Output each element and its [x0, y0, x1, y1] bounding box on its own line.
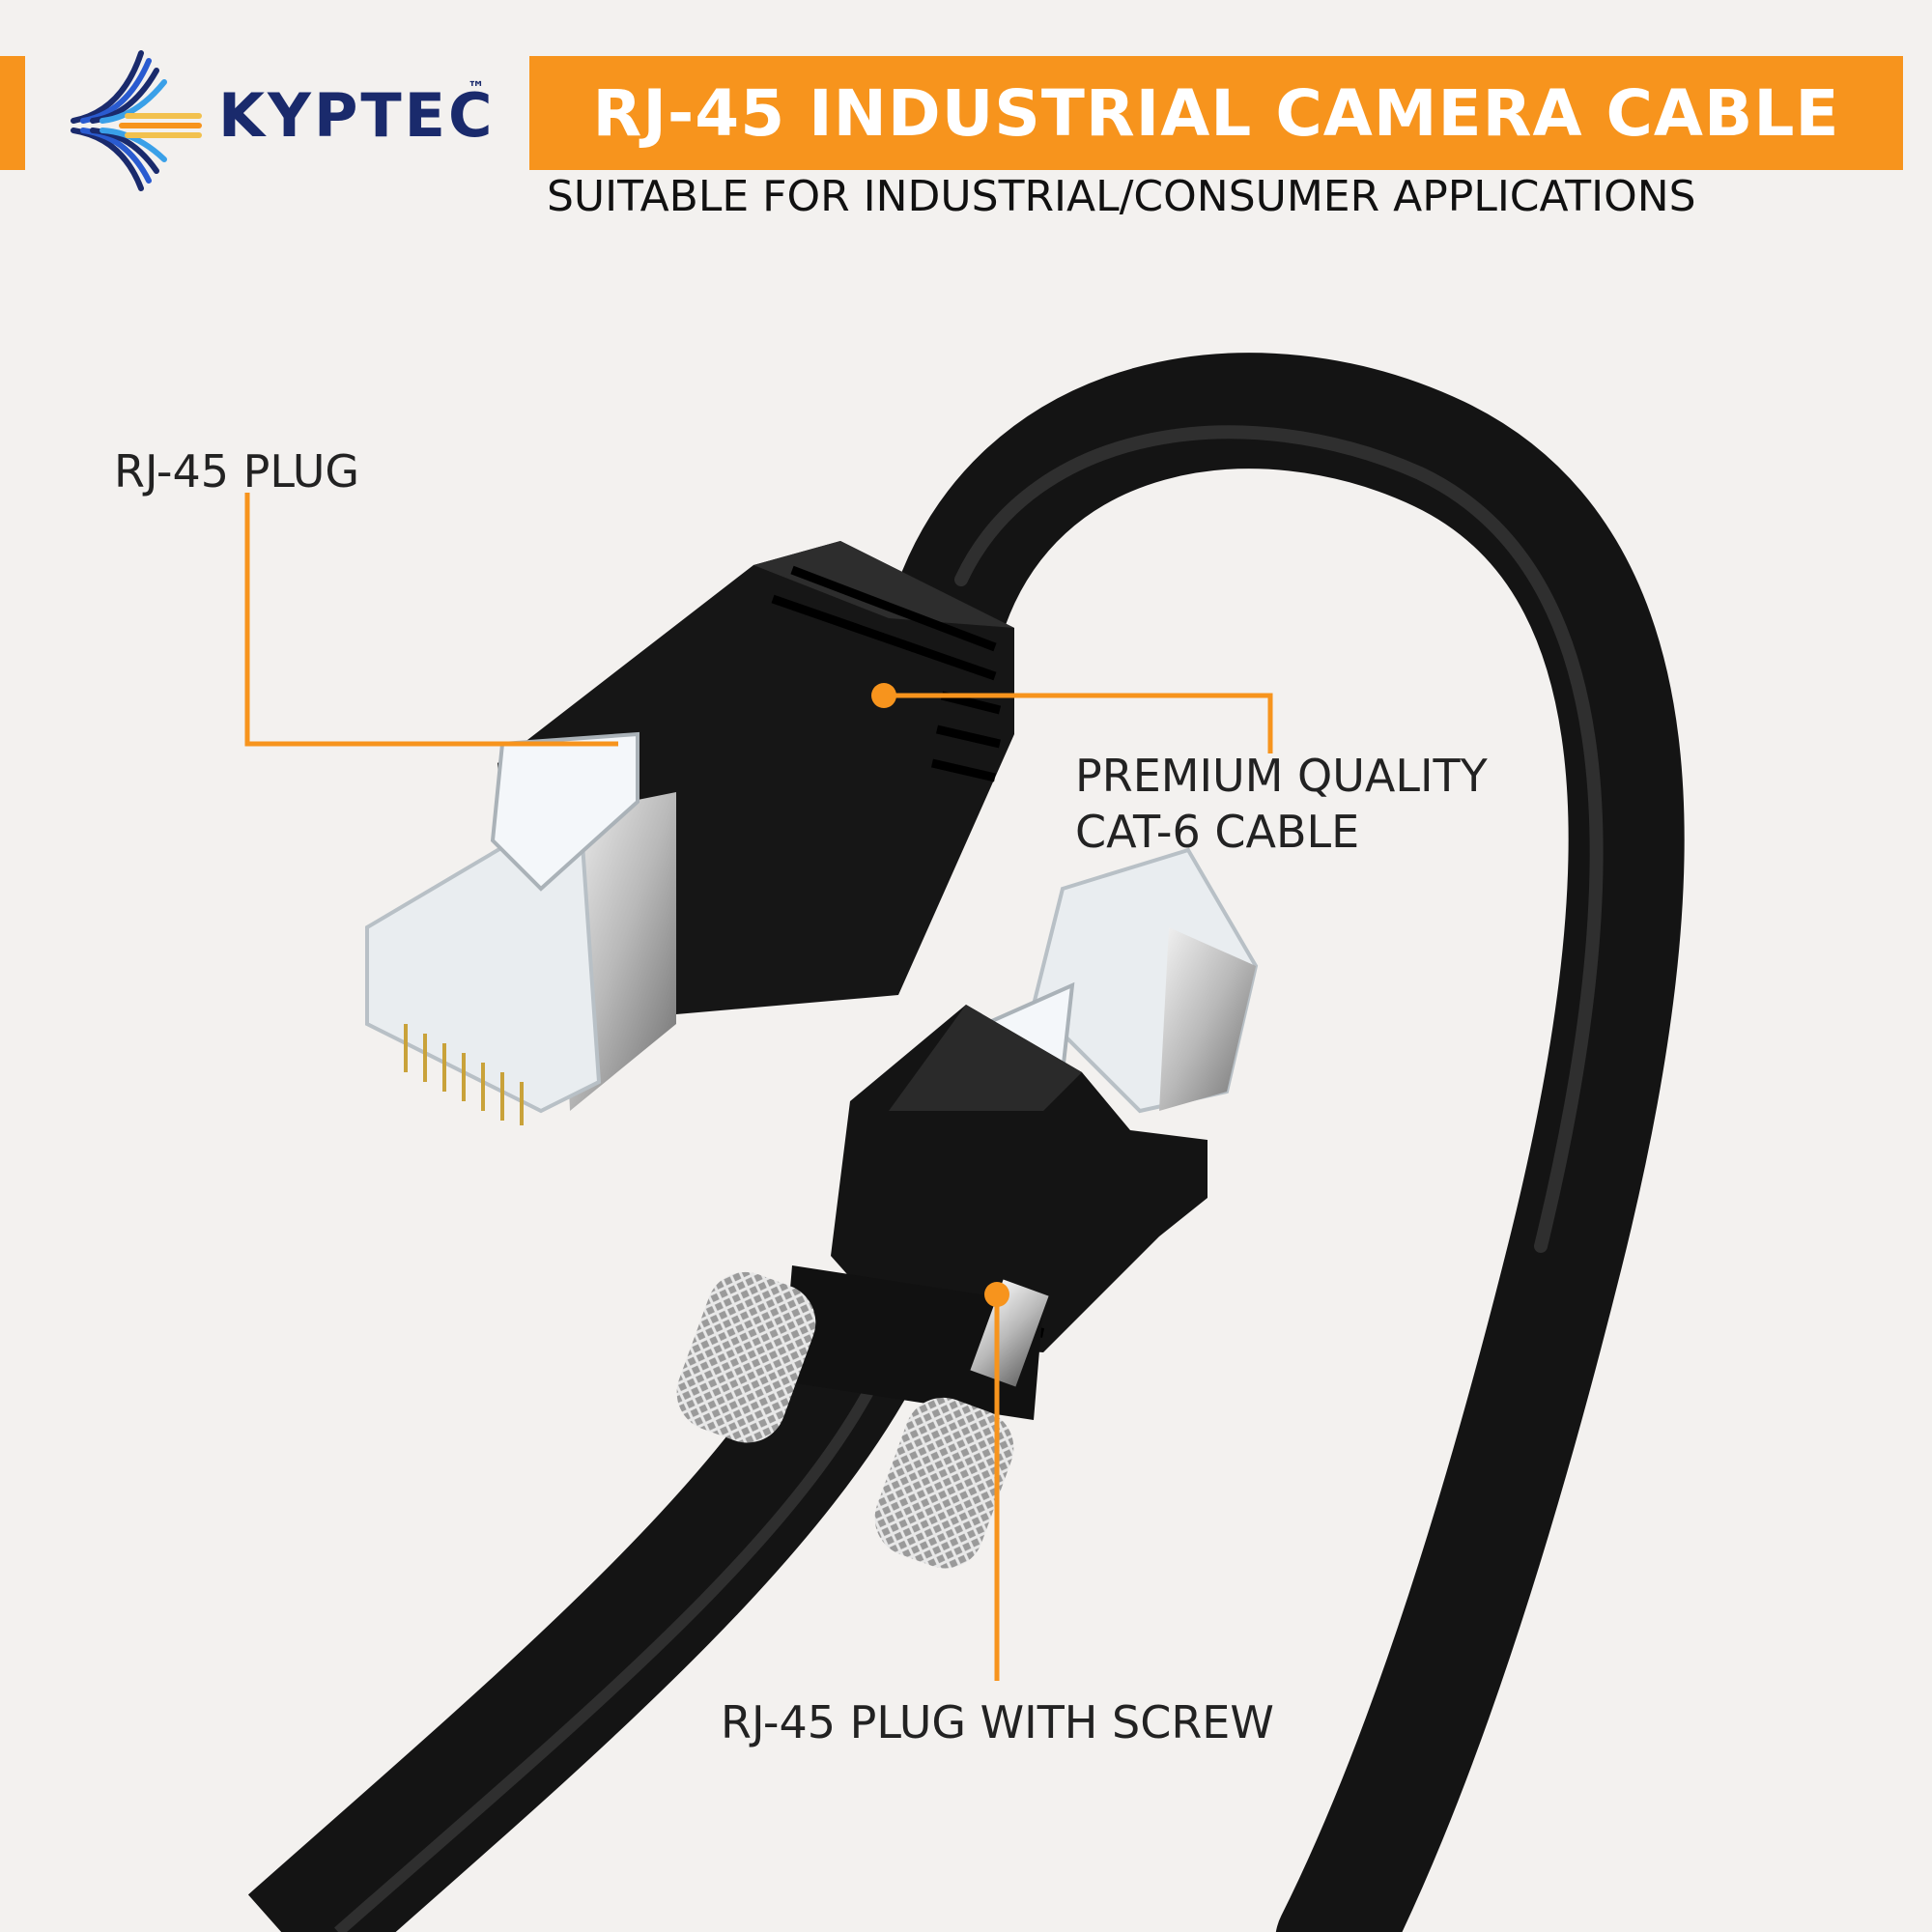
callout-line-plug [244, 493, 618, 747]
brand-name: KYPTEC [218, 80, 496, 151]
callout-label-cable-line1: PREMIUM QUALITY [1075, 750, 1488, 802]
cable-loop-highlight [954, 425, 1604, 1253]
callout-label-screw-plug: RJ-45 PLUG WITH SCREW [721, 1696, 1274, 1748]
page-title: RJ-45 INDUSTRIAL CAMERA CABLE [592, 75, 1840, 151]
cable-loop [889, 353, 1685, 1932]
callout-lines [244, 493, 1273, 1681]
callout-label-cable-line2: CAT-6 CABLE [1075, 805, 1360, 858]
title-banner: RJ-45 INDUSTRIAL CAMERA CABLE [529, 56, 1903, 170]
callout-dot-cable [871, 683, 896, 708]
left-accent-bar [0, 56, 25, 170]
callout-label-plug: RJ-45 PLUG [114, 445, 360, 497]
rj45-screw-plug [676, 847, 1259, 1569]
callout-dot-screw [984, 1282, 1009, 1307]
lower-cable [247, 1304, 926, 1932]
logo-mark-icon [71, 50, 202, 191]
callout-line-cable [884, 693, 1273, 753]
callout-label-cable: PREMIUM QUALITY CAT-6 CABLE [1075, 749, 1488, 860]
trademark-symbol: ™ [468, 78, 485, 99]
lower-cable-highlight [334, 1369, 885, 1932]
rj45-plug [365, 541, 1014, 1125]
page-subtitle: SUITABLE FOR INDUSTRIAL/CONSUMER APPLICA… [547, 172, 1696, 221]
brand-logo: KYPTEC ™ [64, 43, 518, 198]
